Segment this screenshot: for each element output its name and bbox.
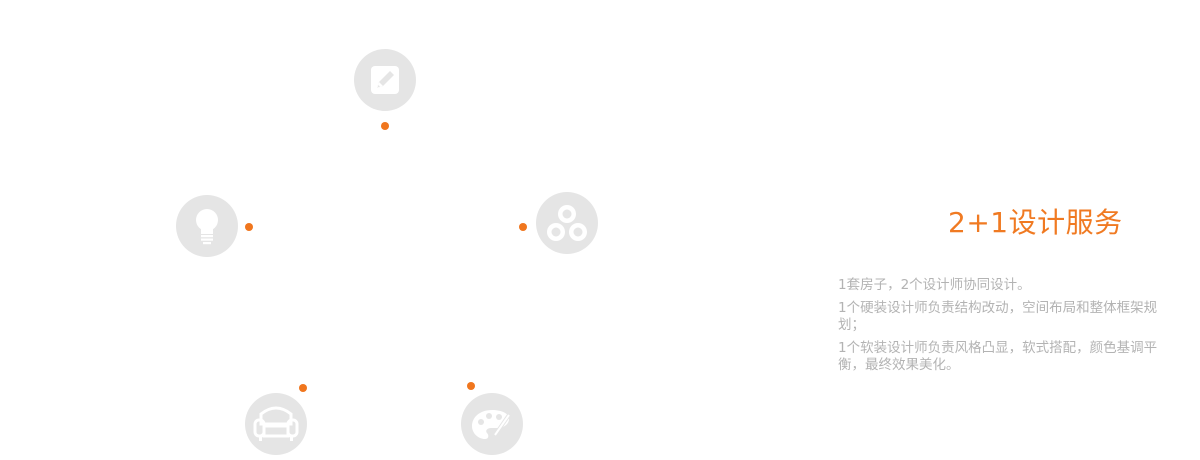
description-paragraph: 1套房子，2个设计师协同设计。 [838,277,1031,293]
section-description: 1套房子，2个设计师协同设计。 1个硬装设计师负责结构改动，空间布局和整体框架规… [838,277,1173,380]
molecule-icon [536,192,598,254]
palette-icon [461,393,523,455]
description-paragraph: 1个软装设计师负责风格凸显，软式搭配，颜色基调平衡，最终效果美化。 [838,340,1158,373]
connector-dot [381,122,389,130]
connector-dot [299,384,307,392]
lightbulb-icon [176,195,238,257]
connector-dot [467,382,475,390]
connector-dot [245,223,253,231]
connector-dot [519,223,527,231]
pencil-icon [354,49,416,111]
description-paragraph: 1个硬装设计师负责结构改动，空间布局和整体框架规划； [838,300,1158,333]
sofa-icon [245,393,307,455]
section-title: 2+1设计服务 [948,206,1123,240]
